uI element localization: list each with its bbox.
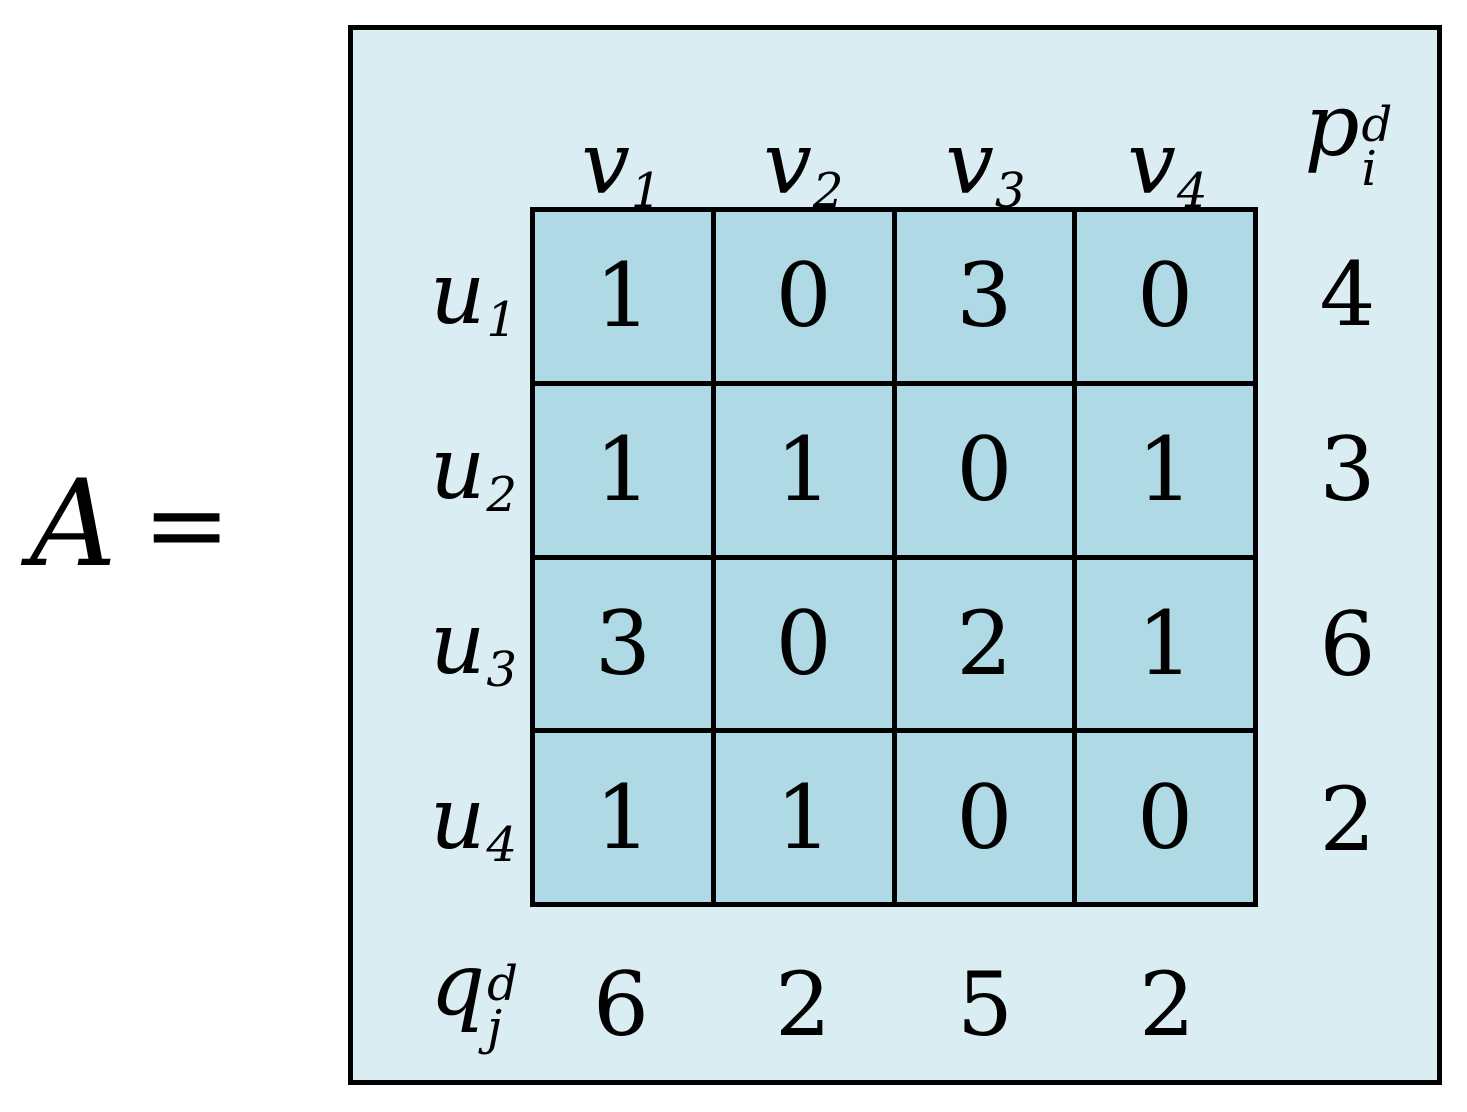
matrix-cell: 1 [535,212,716,386]
math-label-v3: v3 [945,114,1026,219]
row-header-u1: u1 [365,207,530,382]
matrix-cell: 0 [1077,212,1258,386]
math-label-v1: v1 [581,114,662,219]
matrix-cell: 0 [715,212,897,386]
matrix-row: 3 0 2 1 [535,559,1258,734]
column-total-values: 6 2 5 2 [530,930,1258,1080]
row-header-u4: u4 [365,732,530,907]
math-label-u2: u2 [429,418,517,524]
equals-sign: = [142,463,231,586]
row-total-value: 3 [1319,417,1376,521]
math-label-u1: u1 [429,243,517,349]
matrix-cell: 1 [535,385,716,560]
matrix-cell: 1 [1077,559,1258,734]
row-total-value: 6 [1319,592,1376,696]
matrix-name-label: A [30,455,117,594]
row-total-value: 4 [1319,242,1376,346]
row-total-value: 2 [1319,767,1376,871]
math-label-v4: v4 [1127,114,1208,219]
matrix-cell: 2 [896,559,1078,734]
matrix-cell: 0 [896,385,1078,560]
row-label-column: u1 u2 u3 u4 [365,207,530,907]
matrix-cell: 0 [715,559,897,734]
row-header-u3: u3 [365,557,530,732]
matrix-grid: 1 0 3 0 1 1 0 1 3 0 2 1 1 1 0 0 [530,207,1258,907]
matrix-row: 1 1 0 1 [535,385,1258,560]
matrix-row: 1 0 3 0 [535,212,1258,386]
column-header-v3: v3 [894,65,1076,219]
column-total-value: 2 [1139,953,1195,1056]
matrix-cell: 1 [715,385,897,560]
matrix-cell: 1 [535,733,716,907]
row-header-u2: u2 [365,382,530,557]
column-header-v2: v2 [712,65,894,219]
matrix-row: 1 1 0 0 [535,733,1258,907]
column-header-v4: v4 [1076,65,1258,219]
column-total-value: 2 [775,953,831,1056]
math-label-u4: u4 [429,768,517,874]
column-total-value: 6 [593,953,649,1056]
matrix-cell: 0 [1077,733,1258,907]
math-label-u3: u3 [429,593,517,699]
math-label-v2: v2 [763,114,844,219]
column-header-v1: v1 [530,65,712,219]
matrix-cell: 1 [1077,385,1258,560]
matrix-cell: 3 [896,212,1078,386]
equation-lead-in: A = [30,455,330,595]
matrix-cell: 1 [715,733,897,907]
row-total-column: 4 3 6 2 [1258,207,1437,907]
column-total-value: 5 [957,953,1013,1056]
matrix-cell: 0 [896,733,1078,907]
matrix-cell: 3 [535,559,716,734]
